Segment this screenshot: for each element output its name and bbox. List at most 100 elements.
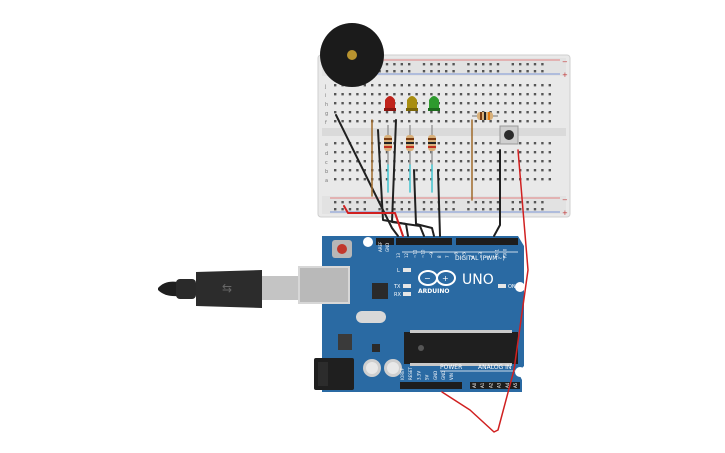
- svg-text:c: c: [325, 160, 328, 166]
- green-led[interactable]: [428, 96, 440, 111]
- breadboard-hole: [356, 169, 359, 172]
- breadboard-hole: [482, 142, 485, 145]
- breadboard-hole: [459, 142, 463, 145]
- breadboard-hole: [393, 93, 396, 96]
- breadboard-hole: [348, 169, 352, 172]
- breadboard-hole: [437, 151, 440, 154]
- breadboard-hole: [533, 142, 537, 145]
- breadboard-hole: [474, 102, 477, 105]
- breadboard-hole: [533, 111, 537, 114]
- breadboard-hole: [385, 201, 389, 204]
- breadboard-hole: [504, 120, 507, 123]
- breadboard-hole: [430, 84, 433, 87]
- breadboard-hole: [511, 160, 514, 163]
- analog-header[interactable]: [470, 382, 520, 389]
- breadboard-hole: [400, 102, 403, 105]
- breadboard-hole: [548, 111, 551, 114]
- power-header[interactable]: [400, 382, 462, 389]
- breadboard-hole: [415, 160, 418, 163]
- breadboard-hole: [445, 63, 448, 66]
- breadboard-hole: [519, 102, 522, 105]
- breadboard-hole: [533, 93, 537, 96]
- breadboard-hole: [496, 178, 500, 181]
- reset-button[interactable]: [332, 240, 352, 258]
- breadboard-hole: [400, 111, 403, 114]
- breadboard-hole: [467, 160, 470, 163]
- breadboard-hole: [474, 160, 477, 163]
- breadboard-hole: [511, 208, 514, 211]
- rail-plus-label: +: [562, 71, 568, 79]
- breadboard-hole: [341, 169, 344, 172]
- breadboard-hole: [541, 111, 544, 114]
- piezo-buzzer[interactable]: [320, 23, 384, 87]
- breadboard-hole: [467, 178, 470, 181]
- breadboard-hole: [519, 111, 522, 114]
- breadboard-hole: [541, 93, 544, 96]
- breadboard-hole: [371, 84, 374, 87]
- breadboard-hole: [341, 142, 344, 145]
- breadboard-hole: [533, 84, 537, 87]
- breadboard-hole: [519, 63, 522, 66]
- breadboard-hole: [400, 151, 403, 154]
- breadboard-hole: [422, 208, 426, 211]
- breadboard-hole: [393, 120, 396, 123]
- breadboard-hole: [482, 93, 485, 96]
- breadboard-hole: [408, 84, 411, 87]
- breadboard-hole: [474, 93, 477, 96]
- breadboard-hole: [459, 84, 463, 87]
- push-button[interactable]: [499, 125, 519, 145]
- breadboard-hole: [459, 93, 463, 96]
- breadboard-hole: [415, 178, 418, 181]
- led-resistors[interactable]: [384, 112, 498, 165]
- breadboard-hole: [422, 102, 426, 105]
- breadboard-hole: [422, 84, 426, 87]
- power-jack[interactable]: [314, 358, 354, 390]
- breadboard-hole: [533, 70, 537, 73]
- breadboard-hole: [334, 178, 337, 181]
- pin-label: 5V: [425, 374, 430, 380]
- breadboard-hole: [363, 93, 366, 96]
- breadboard-hole: [415, 142, 418, 145]
- breadboard-hole: [341, 151, 344, 154]
- breadboard-hole: [348, 111, 352, 114]
- breadboard-hole: [519, 208, 522, 211]
- breadboard-hole: [378, 120, 381, 123]
- pin-label: A4: [505, 382, 510, 388]
- breadboard-hole: [356, 111, 359, 114]
- breadboard-hole: [445, 178, 448, 181]
- breadboard-hole: [467, 63, 470, 66]
- breadboard-hole: [430, 63, 433, 66]
- breadboard-hole: [363, 151, 366, 154]
- usb-cable[interactable]: ⇆: [158, 266, 350, 308]
- breadboard-hole: [482, 151, 485, 154]
- breadboard-hole: [385, 70, 389, 73]
- breadboard-hole: [526, 151, 529, 154]
- breadboard-hole: [511, 178, 514, 181]
- breadboard-hole: [504, 160, 507, 163]
- breadboard-hole: [533, 208, 537, 211]
- breadboard-hole: [533, 120, 537, 123]
- breadboard-hole: [467, 142, 470, 145]
- breadboard-hole: [437, 93, 440, 96]
- breadboard-hole: [422, 201, 426, 204]
- breadboard-hole: [408, 208, 411, 211]
- arduino-uno-board[interactable]: DIGITAL (PWM~) L TX RX − + ARDUINO UNO O…: [314, 236, 525, 392]
- breadboard-hole: [489, 160, 492, 163]
- breadboard-hole: [526, 120, 529, 123]
- pin-label: TX 1: [494, 249, 499, 259]
- pin-label: 4: [470, 255, 475, 258]
- wires[interactable]: [335, 114, 529, 433]
- breadboard-hole: [393, 70, 396, 73]
- breadboard-hole: [415, 93, 418, 96]
- breadboard-hole: [533, 201, 537, 204]
- breadboard-hole: [482, 84, 485, 87]
- red-led[interactable]: [384, 96, 396, 111]
- rail-plus-label-bottom: +: [562, 209, 568, 217]
- breadboard-hole: [437, 111, 440, 114]
- breadboard-hole: [504, 169, 507, 172]
- breadboard-hole: [511, 102, 514, 105]
- yellow-led[interactable]: [406, 96, 418, 111]
- pin-label: ~9: [429, 252, 434, 258]
- digital-header[interactable]: [376, 238, 518, 245]
